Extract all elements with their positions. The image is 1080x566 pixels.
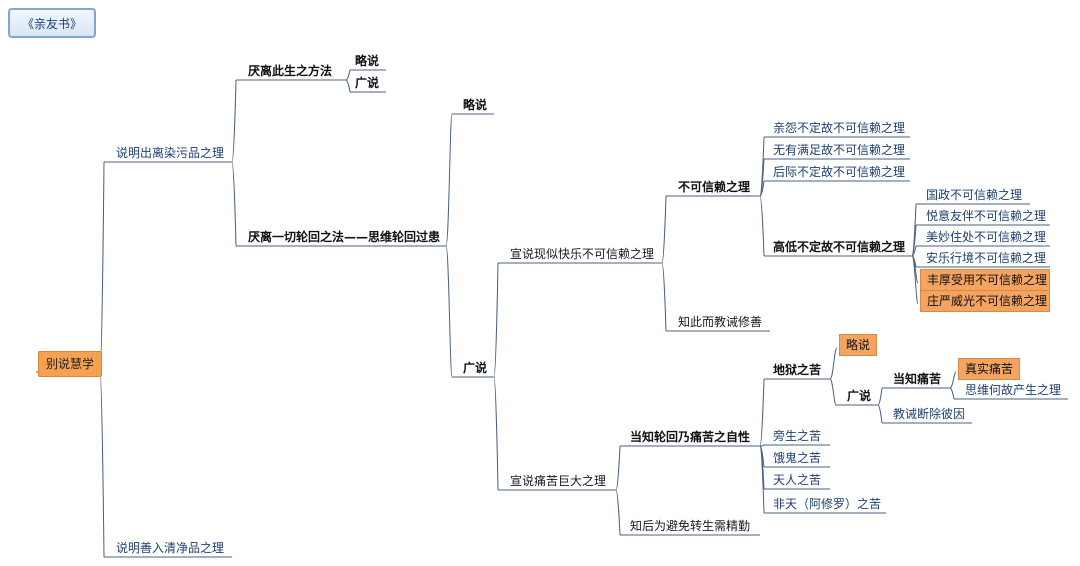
node-pleasure-unreliable[interactable]: 宣说现似快乐不可信赖之理 [510,247,655,261]
node-samsara-nature[interactable]: 当知轮回乃痛苦之自性 [630,430,751,444]
node-diligence[interactable]: 知后为避免转生需精勤 [630,519,751,533]
edge-r1a [829,347,838,380]
node-animal[interactable]: 旁生之苦 [773,429,822,443]
edge-n1a-n1a2 [345,79,351,93]
node-unreliable-reason[interactable]: 不可信赖之理 [678,180,751,194]
node-extensive-1[interactable]: 广说 [355,76,380,90]
edge-r1b [829,378,837,406]
edge-s1-s1b [661,262,667,332]
edge-r1b2 [877,404,883,424]
edge-h2 [911,224,917,257]
node-why-arise[interactable]: 思维何故产生之理 [965,383,1062,397]
node-defilement[interactable]: 说明出离染污品之理 [116,146,225,160]
node-wealth-highlight[interactable]: 丰厚受用不可信赖之理 [920,269,1050,291]
document-title: 《亲友书》 [8,8,96,38]
node-dwelling[interactable]: 美妙住处不可信赖之理 [926,230,1047,244]
node-glory-highlight[interactable]: 庄严威光不可信赖之理 [920,290,1050,312]
node-brief-1[interactable]: 略说 [355,54,380,68]
edge-n1a-n1a1 [345,69,351,81]
node-brief-3-highlight[interactable]: 略说 [839,334,878,356]
edge-n1-n1a [231,79,237,163]
edge-s1a-4 [759,195,765,257]
root-node[interactable]: 别说慧学 [38,351,103,377]
node-exhort-virtue[interactable]: 知此而教诫修善 [678,315,763,329]
edge-n1b-n1b1 [445,113,453,247]
edge-n1b2-s1 [493,262,499,378]
node-friend-foe[interactable]: 亲怨不定故不可信赖之理 [773,121,906,135]
edge-r5 [759,445,765,514]
node-gods[interactable]: 天人之苦 [773,473,822,487]
edge-s2-s2b [615,489,621,536]
node-renounce-samsara[interactable]: 厌离一切轮回之法——思维轮回过患 [248,230,441,244]
edge-s1a-3 [759,180,765,197]
node-pleasure-objects[interactable]: 安乐行境不可信赖之理 [926,251,1047,265]
edge-h1 [911,203,917,257]
edge-s1a-1 [759,136,765,197]
edge-h6 [911,255,919,305]
node-abandon-cause[interactable]: 教诫断除彼因 [893,407,966,421]
edge-s1a-2 [759,158,765,197]
node-no-satisfaction[interactable]: 无有满足故不可信赖之理 [773,143,906,157]
edge-r1b1 [877,387,883,406]
node-extensive-2[interactable]: 广说 [463,361,488,375]
edge-s1-s1a [661,195,667,264]
node-hell[interactable]: 地狱之苦 [773,363,822,377]
node-companions[interactable]: 悦意友伴不可信赖之理 [926,209,1047,223]
node-high-low[interactable]: 高低不定故不可信赖之理 [773,240,906,254]
node-actual-suffering-highlight[interactable]: 真实痛苦 [958,358,1021,380]
node-know-suffering[interactable]: 当知痛苦 [893,372,942,386]
edge-r1b1a [949,371,957,389]
node-renounce-this-life[interactable]: 厌离此生之方法 [248,64,333,78]
node-extensive-3[interactable]: 广说 [847,389,872,403]
node-state-affairs[interactable]: 国政不可信赖之理 [926,188,1023,202]
edge-n1b2-s2 [493,376,499,491]
edge-s2-s2a [615,445,621,491]
edge-r1b1b [949,387,955,400]
edge-root-n2 [99,371,105,558]
node-future-uncertain[interactable]: 后际不定故不可信赖之理 [773,165,906,179]
edge-n1-n1b [231,161,237,247]
node-asura[interactable]: 非天（阿修罗）之苦 [773,497,882,511]
edge-n1b-n1b2 [445,245,453,378]
node-hungry-ghost[interactable]: 饿鬼之苦 [773,451,822,465]
node-great-suffering[interactable]: 宣说痛苦巨大之理 [510,474,607,488]
node-purification[interactable]: 说明善入清净品之理 [116,541,225,555]
node-brief-2[interactable]: 略说 [463,98,488,112]
edge-r1 [759,378,765,447]
edge-root-n1 [99,161,105,373]
